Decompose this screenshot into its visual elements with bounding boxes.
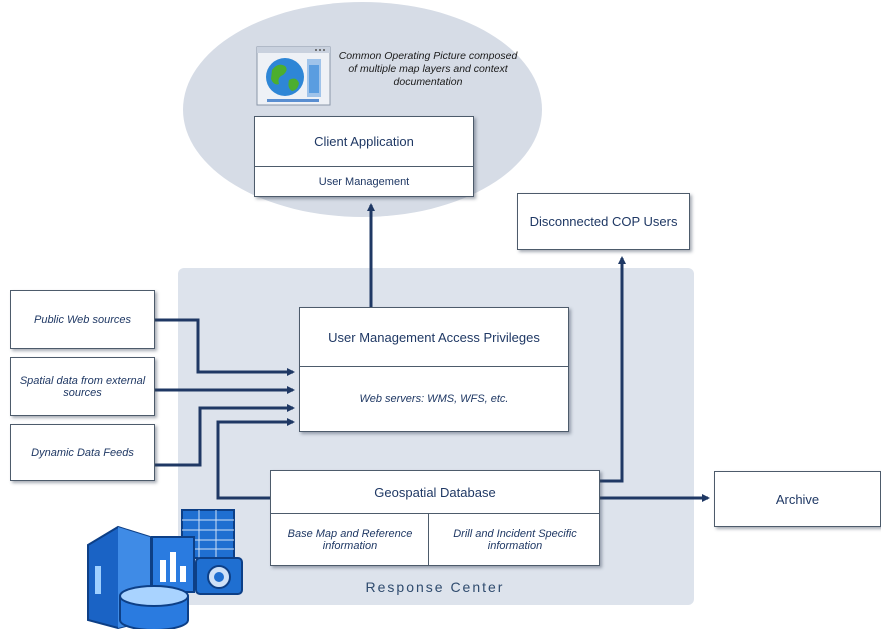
web-servers-label: Web servers: WMS, WFS, etc.	[359, 393, 509, 405]
source-dynamic-feeds: Dynamic Data Feeds	[10, 424, 155, 481]
source-public-web: Public Web sources	[10, 290, 155, 349]
base-map-reference-label: Base Map and Reference information	[287, 528, 413, 552]
client-application-title: Client Application	[314, 134, 414, 149]
response-center-label: Response Center	[365, 579, 505, 595]
client-application-box: Client Application User Management	[254, 116, 474, 197]
geospatial-database-title: Geospatial Database	[374, 484, 496, 500]
drill-incident-label: Drill and Incident Specific information	[453, 528, 577, 552]
disconnected-cop-users-box: Disconnected COP Users	[517, 193, 690, 250]
geospatial-database-box: Geospatial Database Base Map and Referen…	[270, 470, 600, 566]
cop-caption: Common Operating Picture composed of mul…	[338, 50, 518, 88]
archive-box: Archive	[714, 471, 881, 527]
user-management-access-box: User Management Access Privileges Web se…	[299, 307, 569, 432]
user-management-title: User Management Access Privileges	[328, 329, 540, 345]
source-spatial-external: Spatial data from external sources	[10, 357, 155, 416]
client-user-management: User Management	[318, 176, 410, 188]
